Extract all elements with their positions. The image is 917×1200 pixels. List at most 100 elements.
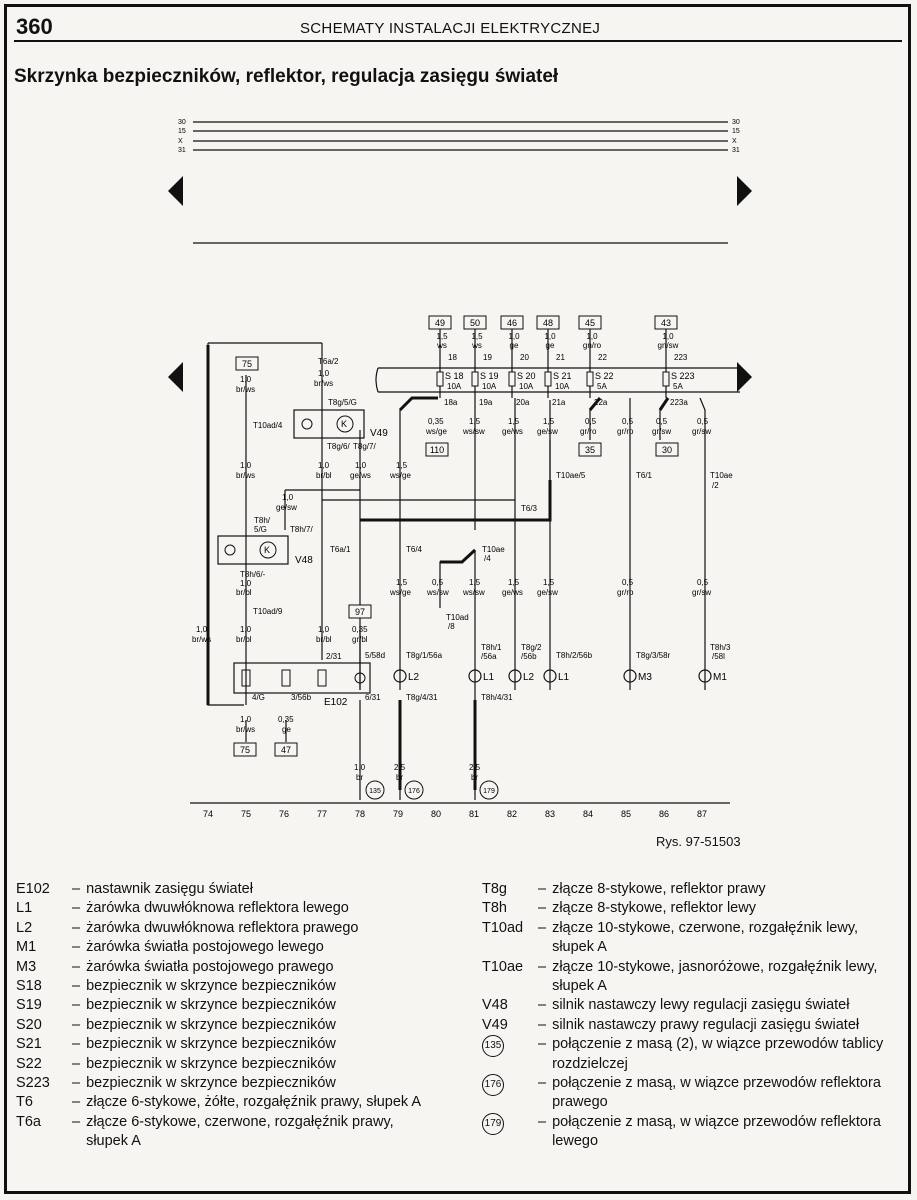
legend-description: złącze 8-stykowe, reflektor prawy bbox=[552, 881, 766, 897]
fuse-ref-label: 50 bbox=[470, 318, 480, 328]
bus-label: X bbox=[178, 138, 183, 145]
fuse-amp: 5A bbox=[673, 382, 683, 391]
fuse-amp: 10A bbox=[447, 382, 462, 391]
wire-color: ge bbox=[546, 341, 555, 350]
legend-item: T8g–złącze 8-stykowe, reflektor prawy bbox=[482, 880, 902, 899]
legend-dash: – bbox=[538, 881, 547, 897]
legend-description: nastawnik zasięgu świateł bbox=[86, 881, 253, 897]
wire-color: gr/sw bbox=[692, 588, 711, 597]
legend-code: 135 bbox=[482, 1035, 538, 1074]
bulb-label: M1 bbox=[713, 672, 727, 683]
legend-description: złącze 8-stykowe, reflektor lewy bbox=[552, 900, 756, 917]
wire-color: ge bbox=[510, 341, 519, 350]
wire-size: 1,0 bbox=[544, 332, 556, 341]
ref-box-label: 97 bbox=[355, 607, 365, 617]
legend-item: T6a–złącze 6-stykowe, czerwone, rozgałęź… bbox=[16, 1113, 436, 1152]
wire-size: 0,5 bbox=[697, 417, 709, 426]
next-arrow-icon[interactable] bbox=[737, 176, 752, 206]
e102-element bbox=[317, 669, 327, 687]
fuse-ref-label: 45 bbox=[585, 318, 595, 328]
legend-dash: – bbox=[72, 1036, 81, 1053]
ref-box-label: 110 bbox=[430, 445, 444, 455]
fuse-icon bbox=[436, 371, 444, 387]
legend-code: 176 bbox=[482, 1074, 538, 1113]
next-arrow-icon[interactable] bbox=[737, 362, 752, 392]
connector-label: T8g/3/58r bbox=[636, 651, 671, 660]
ground-135-icon bbox=[365, 780, 385, 800]
bulb-l2-right-icon bbox=[393, 669, 407, 683]
legend-code: S20 bbox=[16, 1016, 42, 1033]
wire-color: ge/sw bbox=[537, 588, 558, 597]
ground-symbol-icon: 179 bbox=[482, 1112, 504, 1135]
ref-box-label: 75 bbox=[242, 359, 252, 369]
legend-item: 135–połączenie z masą (2), w wiązce prze… bbox=[482, 1035, 902, 1074]
wire-color: gr/sw bbox=[692, 427, 711, 436]
page-number: 360 bbox=[16, 14, 53, 39]
connector-label: T8h/3 bbox=[710, 643, 731, 652]
component-label: E102 bbox=[324, 697, 348, 708]
fuse-out-pin: 21a bbox=[552, 398, 566, 407]
legend-dash: – bbox=[72, 919, 81, 936]
wire-size: 0,5 bbox=[622, 417, 634, 426]
connector-label: /56a bbox=[481, 652, 497, 661]
fuse-ref-label: 46 bbox=[507, 318, 517, 328]
bus-label: 30 bbox=[732, 119, 740, 126]
legend-item: T10ad–złącze 10-stykowe, czerwone, rozga… bbox=[482, 919, 902, 958]
legend-code: T6a bbox=[16, 1113, 41, 1130]
wire-color: br/bl bbox=[316, 471, 332, 480]
legend-code: T8h bbox=[482, 900, 507, 917]
wire-color: ge/ws bbox=[350, 471, 371, 480]
bulb-l1-left-icon bbox=[468, 669, 482, 683]
prev-arrow-icon[interactable] bbox=[168, 176, 183, 206]
wire bbox=[699, 397, 706, 690]
ref-box-labels: 75 110 35 30 97 75 47 bbox=[240, 359, 672, 755]
figure-caption: Rys. 97-51503 bbox=[656, 834, 741, 849]
connector-label: T8h/7/ bbox=[290, 525, 313, 534]
prev-arrow-icon[interactable] bbox=[168, 362, 183, 392]
legend-description: bezpiecznik w skrzynce bezpieczników bbox=[86, 997, 336, 1014]
connector-label: T8h/6/- bbox=[240, 570, 266, 579]
legend-code: S21 bbox=[16, 1036, 42, 1053]
fuse-out-pin: 18a bbox=[444, 398, 458, 407]
legend-code: V48 bbox=[482, 997, 508, 1014]
wire-size: 1,5 bbox=[471, 332, 483, 341]
motor-symbol: K bbox=[341, 419, 347, 429]
ground-wire bbox=[360, 480, 552, 522]
column-number: 80 bbox=[431, 809, 441, 819]
ref-box-label: 30 bbox=[662, 445, 672, 455]
ground-wires bbox=[206, 345, 670, 790]
wire-size: 0,5 bbox=[697, 578, 709, 587]
connector-label: T6a/1 bbox=[330, 545, 351, 554]
wire-color: br/bl bbox=[236, 635, 252, 644]
wire-color: ws/sw bbox=[462, 588, 485, 597]
wire-size: 1,5 bbox=[396, 578, 408, 587]
legend-description: bezpiecznik w skrzynce bezpieczników bbox=[86, 978, 336, 995]
connector-label: T10ae bbox=[710, 471, 733, 480]
bus-label: 31 bbox=[178, 147, 186, 154]
fuse-pin: 19 bbox=[483, 353, 492, 362]
column-number: 84 bbox=[583, 809, 593, 819]
ref-box bbox=[233, 742, 257, 757]
legend-code: L1 bbox=[16, 900, 33, 917]
wire-size: 1,5 bbox=[543, 578, 555, 587]
wire-size: 1,0 bbox=[240, 625, 252, 634]
wire-color: br bbox=[356, 773, 363, 782]
fuse-pin: 20 bbox=[520, 353, 529, 362]
legend-code: 179 bbox=[482, 1112, 538, 1152]
legend-description: złącze 6-stykowe, żółte, rozgałęźnik pra… bbox=[86, 1094, 422, 1111]
wire-color: br/ws bbox=[314, 379, 333, 388]
legend-description: silnik nastawczy lewy regulacji zasięgu … bbox=[552, 997, 850, 1014]
legend-code: L2 bbox=[16, 919, 33, 936]
e102-lamp-icon bbox=[354, 672, 366, 684]
legend-item: S19–bezpiecznik w skrzynce bezpieczników bbox=[16, 996, 436, 1015]
connector-label: T8h/ bbox=[254, 516, 271, 525]
wire-color: br bbox=[396, 773, 403, 782]
ref-box bbox=[425, 442, 449, 457]
ref-boxes bbox=[233, 356, 679, 757]
wire-size: 1,0 bbox=[508, 332, 520, 341]
fuse-ref-label: 43 bbox=[661, 318, 671, 328]
